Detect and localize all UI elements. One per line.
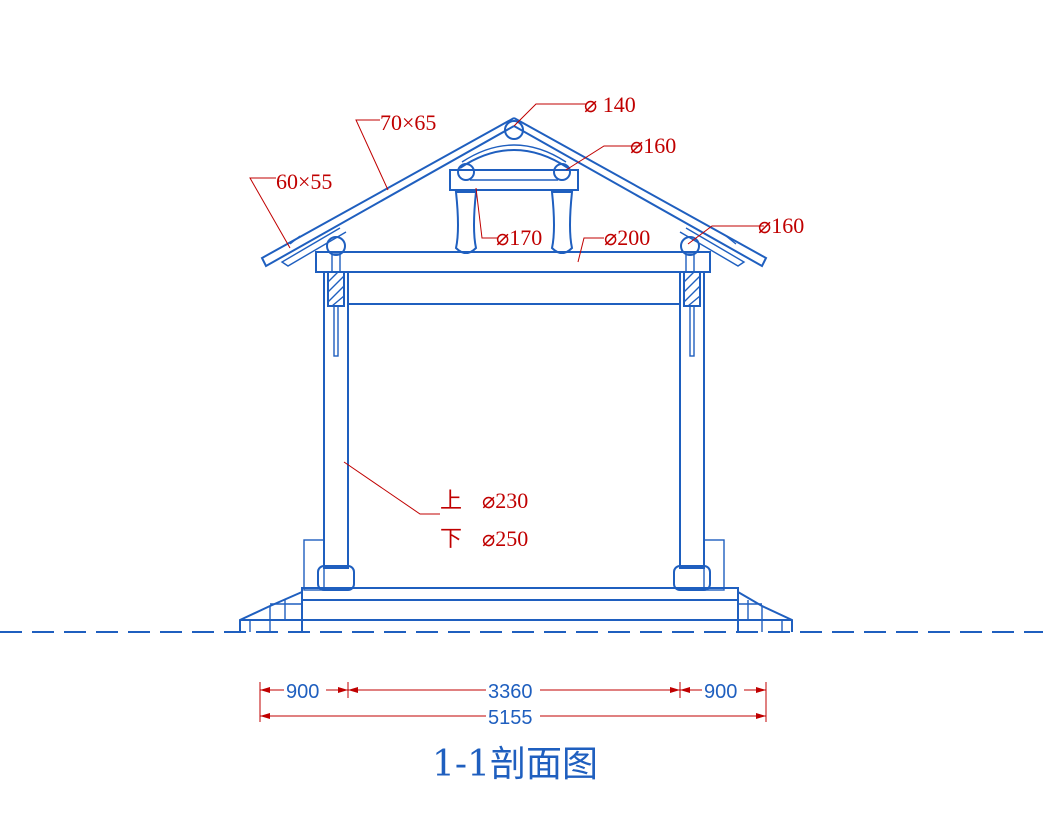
upper-purlin-label: ⌀160 [630, 133, 676, 158]
column-top-char: 上 [440, 488, 462, 513]
main-beam [315, 251, 711, 273]
lower-tie-beam [347, 271, 681, 305]
upper-frame [449, 144, 579, 254]
dim-total: 5155 [488, 707, 533, 729]
left-column [323, 271, 349, 569]
column-top-dia: ⌀230 [482, 488, 528, 513]
dim-left-bay: 900 [286, 681, 319, 703]
roof [260, 117, 768, 268]
left-column-base [317, 565, 355, 591]
rafter-lower-label: 60×55 [276, 169, 332, 194]
right-column [679, 271, 705, 569]
dim-right-bay: 900 [704, 681, 737, 703]
drawing-title: 1-1剖面图 [432, 744, 598, 785]
ridge-purlin-label: ⌀ 140 [584, 92, 636, 117]
column-bottom-dia: ⌀250 [482, 526, 528, 551]
platform [239, 587, 793, 632]
left-eave-purlin [326, 236, 346, 256]
eave-purlin-label: ⌀160 [758, 213, 804, 238]
dimensions [259, 680, 767, 726]
right-column-base [673, 565, 711, 591]
short-post-label: ⌀170 [496, 225, 542, 250]
column-bottom-char: 下 [440, 526, 462, 551]
rafter-upper-label: 70×65 [380, 110, 436, 135]
column-brackets [327, 271, 701, 357]
leaders [249, 103, 764, 515]
right-eave-purlin [680, 236, 700, 256]
dim-middle-bay: 3360 [488, 681, 533, 703]
beam-label: ⌀200 [604, 225, 650, 250]
